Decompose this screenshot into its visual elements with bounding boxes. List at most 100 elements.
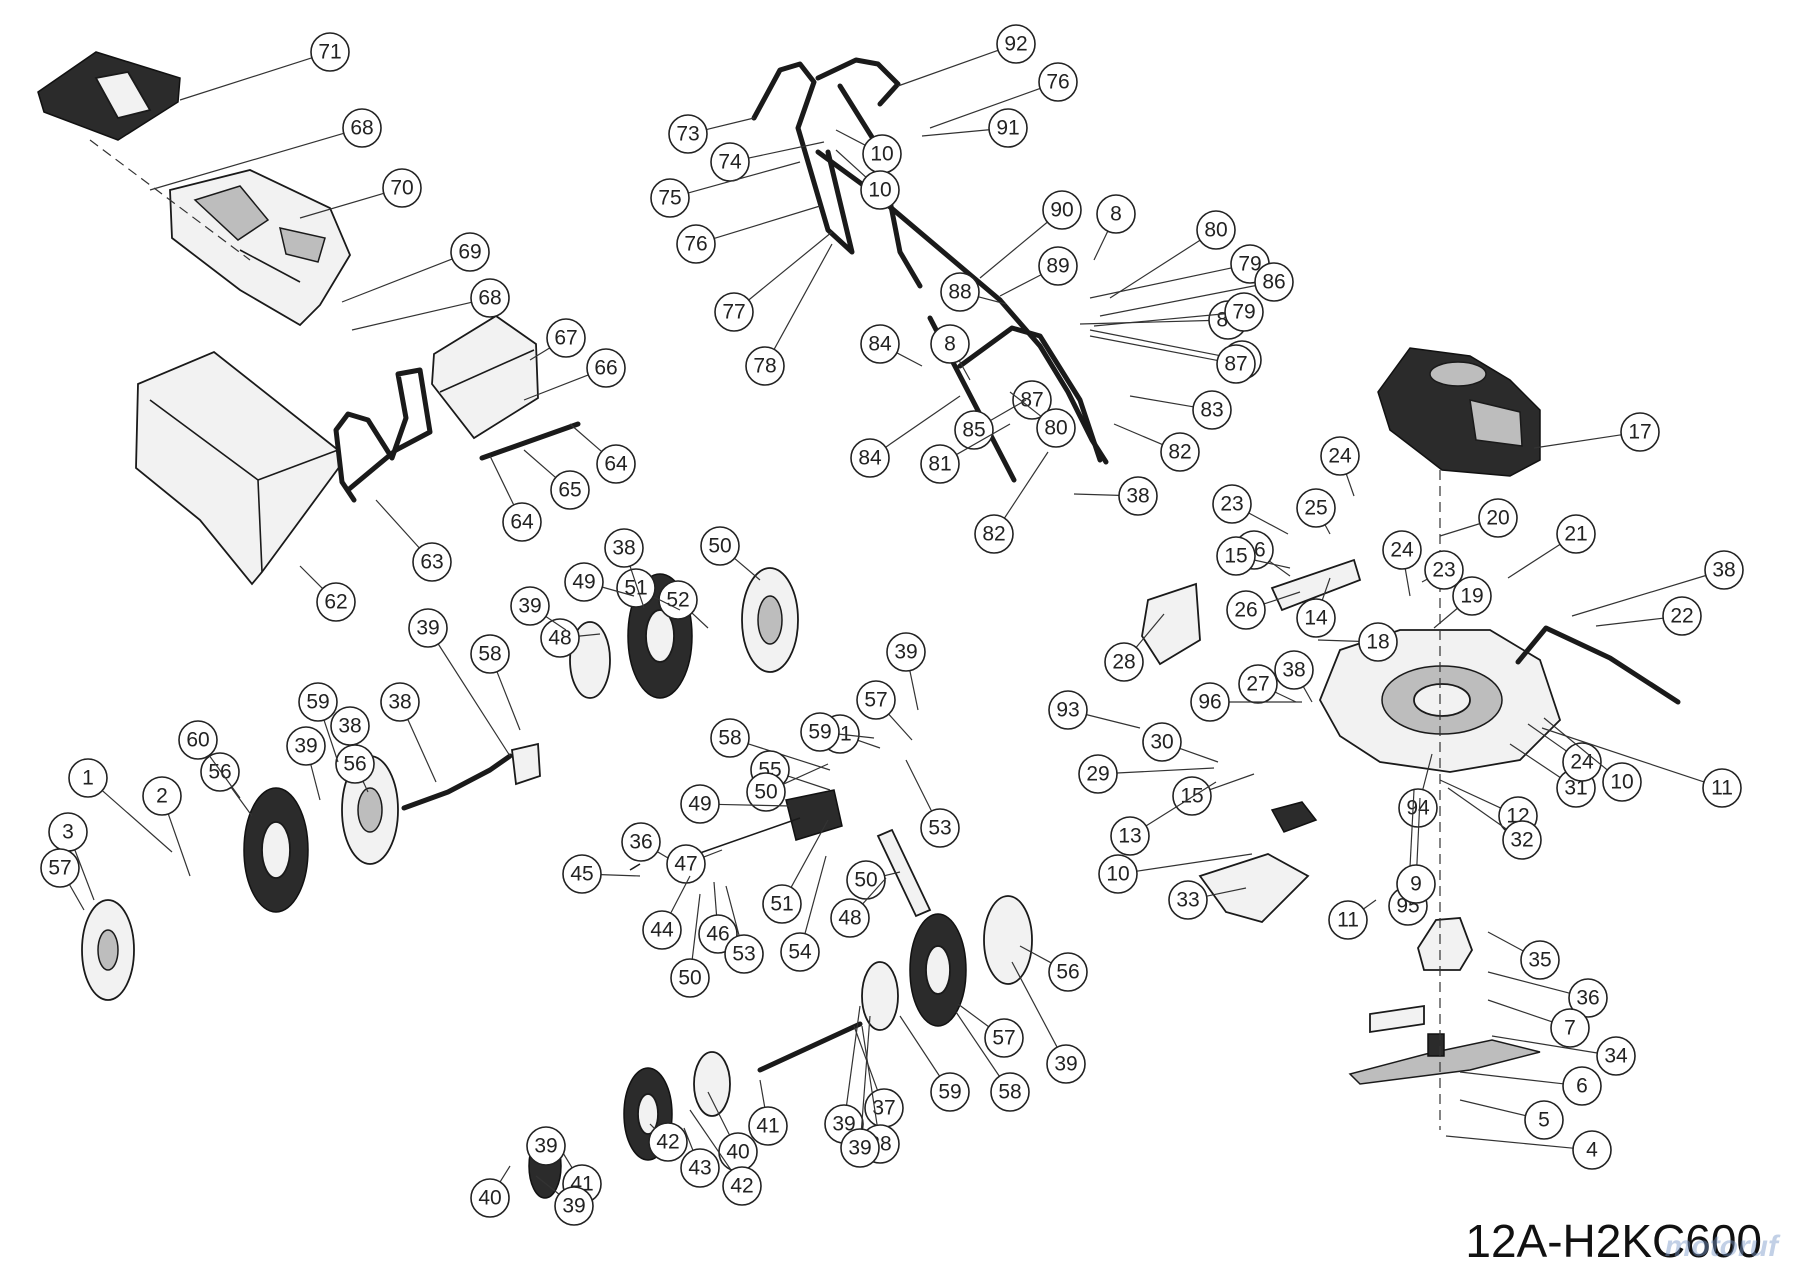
callout-leader-line [489, 455, 515, 506]
blade-housing-part [1417, 917, 1473, 971]
callout-circle [564, 562, 604, 602]
part-callout-74: 74 [710, 142, 750, 182]
part-callout-3: 3 [48, 812, 88, 852]
callout-leader-line [657, 851, 669, 859]
part-callout-82: 82 [974, 514, 1014, 554]
callout-leader-line [407, 719, 437, 783]
callout-circle [1226, 590, 1266, 630]
callout-circle [1048, 690, 1088, 730]
callout-leader-line [747, 743, 831, 771]
callout-circle [1296, 598, 1336, 638]
callout-circle [746, 772, 786, 812]
part-callout-42: 42 [648, 1122, 688, 1162]
callout-circle [450, 232, 490, 272]
callout-number: 51 [624, 577, 647, 600]
callout-leader-line [1019, 945, 1052, 964]
callout-leader-line [1595, 617, 1664, 627]
part-callout-67: 67 [546, 318, 586, 358]
callout-number: 18 [1366, 631, 1389, 654]
callout-leader-line [535, 1175, 560, 1195]
callout-number: 2 [156, 785, 168, 808]
callout-circle [200, 752, 240, 792]
part-callout-4: 4 [1572, 1130, 1612, 1170]
part-callout-68: 68 [470, 278, 510, 318]
callout-leader-line [896, 352, 923, 367]
callout-number: 11 [1337, 909, 1359, 932]
callout-circle [621, 822, 661, 862]
part-callout-53: 53 [724, 934, 764, 974]
callout-circle [860, 170, 900, 210]
part-callout-71: 71 [310, 32, 350, 72]
callout-circle [1110, 816, 1150, 856]
part-callout-39: 39 [526, 1126, 566, 1166]
callout-circle [850, 438, 890, 478]
callout-number: 39 [848, 1137, 871, 1160]
callout-number: 88 [948, 281, 971, 304]
callout-circle [286, 726, 326, 766]
part-callout-56: 56 [200, 752, 240, 792]
callout-leader-line [362, 780, 369, 793]
part-callout-38: 38 [380, 682, 420, 722]
callout-number: 48 [838, 907, 861, 930]
callout-number: 51 [770, 893, 793, 916]
callout-number: 17 [1628, 421, 1651, 444]
part-callout-22: 22 [1662, 596, 1702, 636]
callout-leader-line [706, 117, 755, 131]
callout-leader-line [1011, 961, 1058, 1048]
callout-leader-line [375, 499, 420, 549]
callout-circle [1254, 262, 1294, 302]
callout-number: 39 [416, 617, 439, 640]
callout-circle [920, 808, 960, 848]
callout-circle [502, 502, 542, 542]
part-callout-45: 45 [562, 854, 602, 894]
callout-leader-line [167, 813, 191, 877]
callout-circle [1160, 432, 1200, 472]
catcher-lid-part [37, 51, 181, 141]
part-callout-50: 50 [846, 860, 886, 900]
part-callout-59: 59 [930, 1072, 970, 1112]
callout-number: 10 [870, 143, 893, 166]
callout-leader-line [1439, 523, 1481, 537]
part-callout-38: 38 [330, 706, 370, 746]
callout-number: 10 [1610, 771, 1633, 794]
part-callout-75: 75 [650, 178, 690, 218]
part-callout-26: 26 [1226, 590, 1266, 630]
callout-circle [178, 720, 218, 760]
part-callout-33: 33 [1168, 880, 1208, 920]
callout-circle [1596, 1036, 1636, 1076]
callout-circle [886, 632, 926, 672]
callout-number: 24 [1390, 539, 1414, 562]
callout-circle [1216, 344, 1256, 384]
callout-number: 47 [674, 853, 697, 876]
callout-leader-line [748, 231, 833, 301]
callout-leader-line [884, 871, 901, 877]
callout-leader-line [885, 395, 961, 448]
callout-number: 83 [1200, 399, 1223, 422]
callout-circle [540, 618, 580, 658]
callout-number: 73 [676, 123, 699, 146]
part-callout-64: 64 [596, 444, 636, 484]
callout-number: 69 [458, 241, 481, 264]
model-code-label: 12A-H2KC600 [1465, 1215, 1762, 1267]
part-callout-90: 90 [1042, 190, 1082, 230]
part-callout-44: 44 [642, 910, 682, 950]
callout-circle [1662, 596, 1702, 636]
part-callout-84: 84 [860, 324, 900, 364]
callout-circle [974, 514, 1014, 554]
part-callout-7: 7 [1550, 1008, 1590, 1048]
callout-circle [1238, 664, 1278, 704]
callout-number: 43 [688, 1157, 711, 1180]
part-callout-56: 56 [1048, 952, 1088, 992]
callout-leader-line [499, 1165, 511, 1183]
callout-leader-line [1263, 591, 1301, 605]
callout-number: 38 [388, 691, 411, 714]
part-callout-58: 58 [990, 1072, 1030, 1112]
callout-leader-line [1345, 473, 1355, 497]
part-callout-57: 57 [984, 1018, 1024, 1058]
callout-number: 8 [944, 333, 956, 356]
callout-number: 28 [1112, 651, 1135, 674]
callout-leader-line [230, 787, 253, 817]
callout-leader-line [179, 57, 313, 101]
part-callout-43: 43 [680, 1148, 720, 1188]
callout-circle [1602, 762, 1642, 802]
